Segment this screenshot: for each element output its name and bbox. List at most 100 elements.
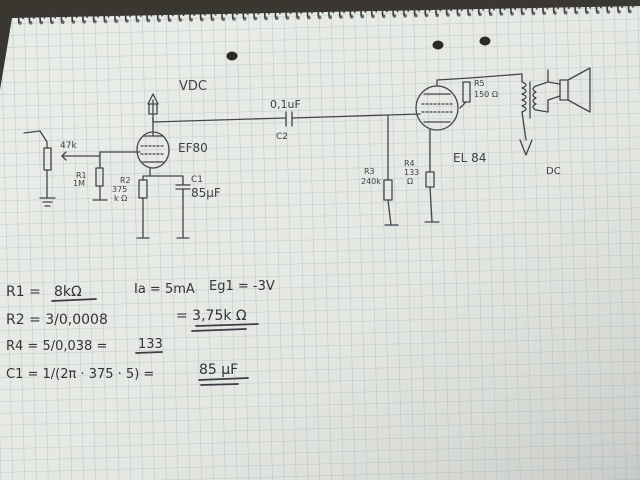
spiral-loop: [574, 1, 581, 13]
spiral-loop: [445, 3, 452, 16]
spiral-loop: [542, 2, 549, 14]
spiral-loop: [263, 7, 270, 19]
r5-name: R5: [474, 79, 485, 88]
eq-r2-lhs: R2 = 3/0,0008: [6, 312, 108, 328]
spiral-loop: [381, 5, 388, 17]
eq-grid-bias: Eg1 = -3V: [209, 279, 275, 294]
speaker-icon: [547, 67, 591, 113]
spiral-loop: [499, 2, 506, 15]
r2-unit: k Ω: [114, 194, 127, 203]
spiral-loop: [520, 2, 527, 14]
spiral-loop: [103, 10, 110, 22]
spiral-loop: [328, 6, 335, 18]
spiral-loop: [403, 4, 410, 16]
spiral-loop: [627, 0, 634, 12]
spiral-loop: [306, 6, 313, 18]
spiral-loop: [242, 7, 249, 19]
dc-label: DC: [546, 166, 561, 177]
spiral-loop: [199, 8, 206, 20]
spiral-loop: [456, 3, 463, 15]
r4-value: 133: [404, 168, 419, 177]
eq-anode-current: Ia = 5mA: [134, 282, 195, 297]
transformer-coil: [521, 81, 527, 113]
input-wire: [23, 130, 48, 149]
spiral-loop: [606, 0, 613, 13]
spiral-loop: [595, 1, 602, 13]
eq-c1-underline: [198, 377, 249, 386]
spiral-loop: [92, 10, 99, 22]
spiral-loop: [296, 6, 303, 18]
spiral-loop: [338, 5, 345, 18]
spiral-loop: [413, 4, 420, 16]
spiral-loop: [467, 3, 474, 15]
coupling-cap-value: 0,1uF: [270, 98, 301, 111]
spiral-loop: [178, 8, 185, 21]
c1-name: C1: [191, 175, 203, 185]
eq-r2-underline: [191, 323, 259, 332]
r2-name: R2: [120, 176, 131, 185]
spiral-loop: [510, 2, 517, 14]
spiral-loop: [285, 6, 292, 19]
spiral-loop: [552, 1, 559, 14]
eq-r4-result: 133: [138, 337, 163, 352]
spiral-loop: [124, 9, 131, 22]
spiral-loop: [146, 9, 153, 21]
r4-unit: Ω: [407, 177, 413, 186]
spiral-loop: [82, 10, 89, 22]
eq-r1-value: 8kΩ: [54, 284, 82, 300]
spiral-loop: [360, 5, 367, 17]
r2-value: 375: [112, 185, 127, 194]
spiral-loop: [28, 11, 35, 23]
spiral-loop: [71, 10, 78, 23]
spiral-loop: [189, 8, 196, 20]
calculations: R1 = 8kΩ Ia = 5mA Eg1 = -3V R2 = 3/0,000…: [6, 279, 275, 386]
punch-holes: [226, 36, 491, 61]
circuit-schematic: VDC 47k R1 1M EF80: [23, 67, 591, 239]
spiral-loop: [370, 5, 377, 17]
spiral-loop: [563, 1, 570, 13]
spiral-loop: [114, 10, 121, 22]
spiral-loop: [17, 11, 24, 24]
spiral-loop: [488, 3, 495, 15]
eq-r4-lhs: R4 = 5/0,038 =: [6, 339, 107, 354]
spiral-loop: [584, 1, 591, 13]
spiral-loop: [392, 4, 399, 17]
c1-value: 85μF: [191, 186, 221, 200]
input-pot-label: 47k: [60, 141, 77, 151]
eq-c1-result: 85 μF: [199, 362, 238, 378]
spiral-loop: [167, 9, 174, 21]
spiral-loop: [39, 11, 46, 23]
r4-name: R4: [404, 159, 415, 168]
spiral-loop: [221, 8, 228, 20]
r5-value: 150 Ω: [474, 90, 498, 99]
spiral-binding: [17, 0, 634, 25]
spiral-loop: [531, 2, 538, 14]
r3-value: 240k: [361, 177, 381, 186]
supply-label: VDC: [179, 79, 207, 94]
supply-arrow: [147, 93, 159, 119]
spiral-loop: [435, 4, 442, 16]
tube1-label: EF80: [178, 141, 208, 155]
eq-r2-result: = 3,75k Ω: [176, 308, 247, 324]
coupling-cap-name: C2: [276, 132, 288, 142]
spiral-loop: [253, 7, 260, 19]
tube2-label: EL 84: [453, 151, 486, 165]
spiral-loop: [49, 11, 56, 23]
spiral-loop: [135, 9, 142, 21]
r1-value: 1M: [73, 179, 85, 188]
paper-shading: [0, 6, 640, 480]
spiral-loop: [210, 8, 217, 20]
spiral-loop: [349, 5, 356, 17]
eq-c1-lhs: C1 = 1/(2π · 375 · 5) =: [6, 367, 154, 382]
spiral-loop: [156, 9, 163, 21]
spiral-loop: [231, 7, 238, 20]
spiral-loop: [274, 7, 281, 19]
spiral-loop: [60, 11, 67, 23]
spiral-loop: [424, 4, 431, 16]
r3-name: R3: [364, 167, 375, 176]
spiral-loop: [317, 6, 324, 18]
r1-name: R1: [76, 171, 87, 180]
spiral-loop: [477, 3, 484, 15]
tube-el84: [415, 77, 471, 131]
